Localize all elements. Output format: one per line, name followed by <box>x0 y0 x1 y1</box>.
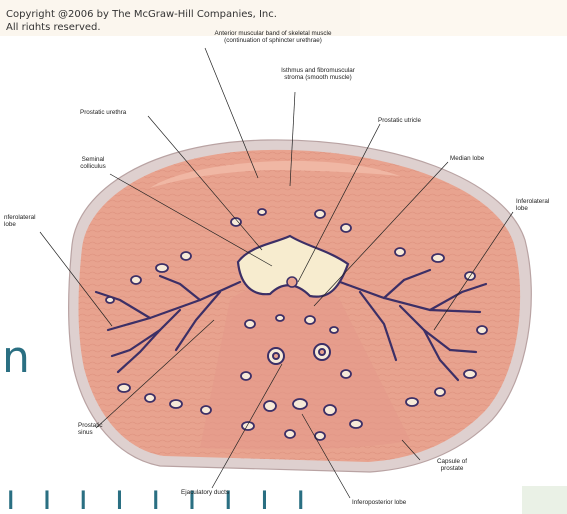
label-prostatic-sinus: Prostatic sinus <box>78 422 128 436</box>
label-inferoposterior-lobe: Inferoposterior lobe <box>352 499 462 506</box>
label-inferolateral-left: nferolateral lobe <box>4 214 64 228</box>
label-ejaculatory-ducts: Ejaculatory ducts <box>160 489 250 496</box>
label-isthmus: Isthmus and fibromuscular stroma (smooth… <box>258 67 378 81</box>
label-capsule: Capsule of prostate <box>422 458 482 472</box>
label-prostatic-urethra: Prostatic urethra <box>80 109 160 116</box>
label-inferolateral-right: Inferolateral lobe <box>516 198 566 212</box>
label-seminal-colliculus: Seminal colliculus <box>58 156 128 170</box>
label-anterior-band: Anterior muscular band of skeletal muscl… <box>178 30 368 44</box>
label-prostatic-utricle: Prostatic utricle <box>378 117 458 124</box>
label-median-lobe: Median lobe <box>450 155 520 162</box>
